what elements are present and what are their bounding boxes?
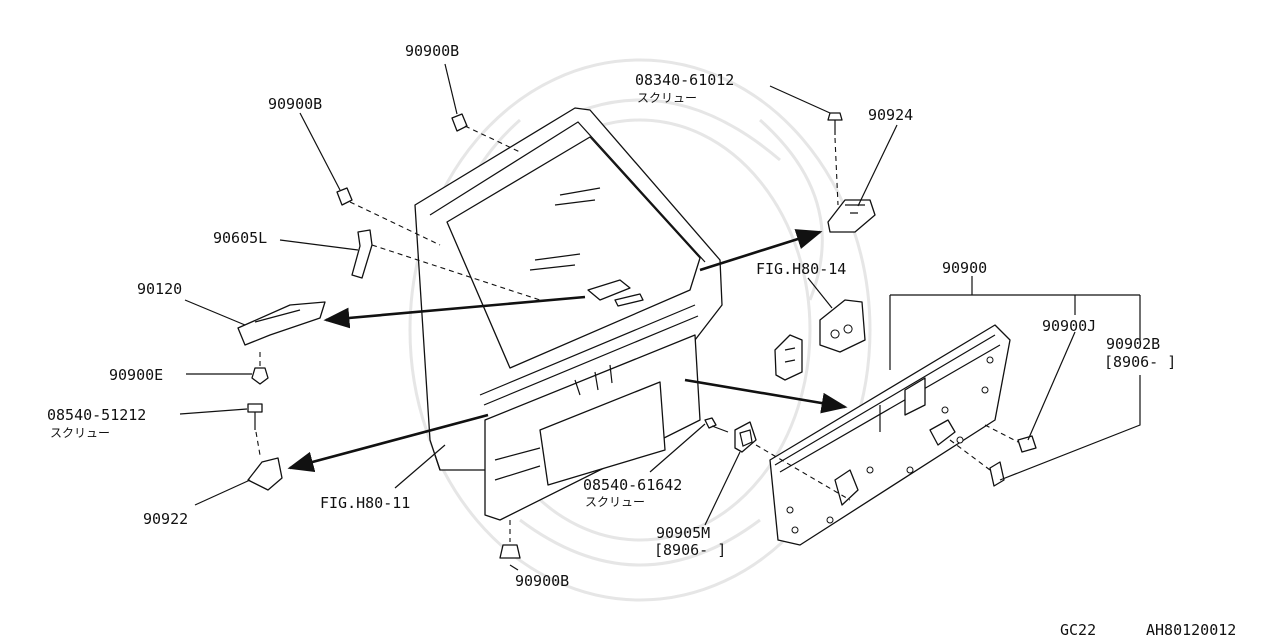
part-08340-61012-screw (827, 112, 843, 206)
trim-holes (786, 356, 994, 534)
label-90900e: 90900E (109, 366, 163, 384)
label-90900b-bottom: 90900B (515, 572, 569, 590)
watermark-emblem (408, 58, 872, 602)
label-fig-h80-14: FIG.H80-14 (756, 260, 846, 278)
direction-arrows (287, 229, 848, 472)
label-fig-h80-11: FIG.H80-11 (320, 494, 410, 512)
label-90902b: 90902B (1106, 335, 1160, 353)
part-90902b-clip (949, 439, 1005, 487)
part-90900j-clip (984, 424, 1037, 453)
label-90120: 90120 (137, 280, 182, 298)
label-code-gc22: GC22 (1060, 621, 1096, 638)
label-08540-61642: 08540-61642 (583, 476, 682, 494)
part-90922-bracket (247, 457, 283, 491)
label-90900: 90900 (942, 259, 987, 277)
part-90900b-left (336, 187, 441, 246)
label-90905m-range: [8906- ] (654, 541, 726, 559)
label-90900b-top: 90900B (405, 42, 459, 60)
label-08340-61012-screw: スクリュー (637, 91, 697, 105)
part-90900-trim-panel (769, 324, 1011, 546)
part-90905m (734, 421, 851, 501)
fig-h80-14-lamp (774, 299, 866, 381)
label-08340-61012: 08340-61012 (635, 71, 734, 89)
label-90924: 90924 (868, 106, 913, 124)
part-90900e-clip (251, 352, 269, 385)
label-08540-51212: 08540-51212 (47, 406, 146, 424)
label-code-ah: AH80120012 (1146, 621, 1236, 638)
label-90922: 90922 (143, 510, 188, 528)
part-90605l (351, 229, 541, 301)
leader-lines (179, 63, 1141, 571)
label-90605l: 90605L (213, 229, 267, 247)
part-90924 (827, 199, 876, 233)
part-90900b-top (451, 113, 521, 153)
label-90900b-left: 90900B (268, 95, 322, 113)
part-08540-51212-screw (247, 403, 263, 456)
back-door-panel (414, 107, 723, 521)
part-90120-handle (237, 301, 326, 346)
label-08540-61642-screw: スクリュー (585, 495, 645, 509)
label-08540-51212-screw: スクリュー (50, 426, 110, 440)
label-90905m: 90905M (656, 524, 710, 542)
part-08540-61642-screw (704, 417, 729, 433)
part-90900b-bottom (499, 520, 521, 559)
label-90900j: 90900J (1042, 317, 1096, 335)
label-90902b-range: [8906- ] (1104, 353, 1176, 371)
